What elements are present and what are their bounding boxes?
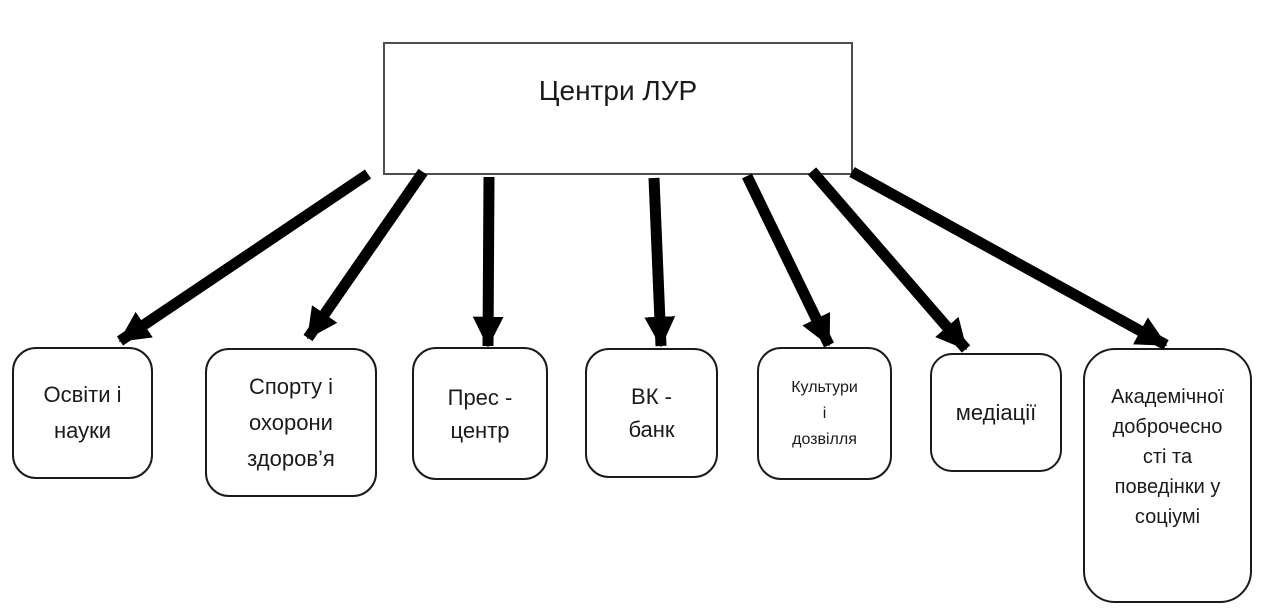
node-press-center-label: Прес - центр bbox=[447, 384, 513, 443]
arrow-root-to-vk_bank bbox=[644, 177, 676, 348]
node-root: Центри ЛУР bbox=[383, 42, 853, 175]
node-vk-bank-label: ВК - банк bbox=[628, 384, 675, 442]
node-education: Освіти і науки bbox=[12, 347, 153, 479]
arrow-root-to-culture bbox=[742, 173, 834, 348]
arrow-root-to-education bbox=[116, 169, 372, 346]
node-culture-label: Культури і дозвілля bbox=[791, 378, 858, 448]
arrow-root-to-press bbox=[472, 176, 504, 348]
node-academic-integrity: Академічної доброчесно сті та поведінки … bbox=[1083, 348, 1252, 603]
node-education-label: Освіти і науки bbox=[43, 382, 122, 443]
arrow-root-to-sport bbox=[303, 168, 428, 342]
node-sport-label: Спорту і охорони здоров’я bbox=[247, 373, 335, 471]
node-culture: Культури і дозвілля bbox=[757, 347, 892, 480]
node-sport: Спорту і охорони здоров’я bbox=[205, 348, 377, 497]
arrow-root-to-integrity bbox=[849, 167, 1169, 350]
node-academic-integrity-label: Академічної доброчесно сті та поведінки … bbox=[1111, 386, 1224, 528]
node-mediation: медіації bbox=[930, 353, 1062, 472]
node-press-center: Прес - центр bbox=[412, 347, 548, 480]
node-mediation-label: медіації bbox=[955, 399, 1037, 425]
arrow-root-to-mediation bbox=[807, 167, 971, 353]
node-vk-bank: ВК - банк bbox=[585, 348, 718, 478]
node-root-label: Центри ЛУР bbox=[538, 75, 698, 106]
